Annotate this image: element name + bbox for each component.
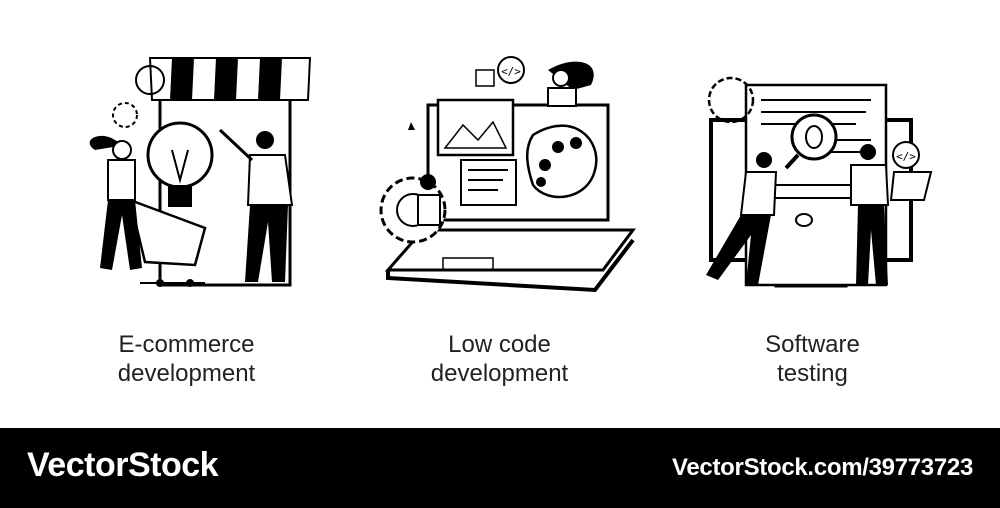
svg-text:</>: </>: [896, 150, 916, 163]
illustration-software-testing: </> Software testing: [646, 0, 979, 428]
ecommerce-illustration: [89, 57, 312, 287]
caption-low-code: Low code development: [333, 330, 666, 388]
caption-ecommerce: E-commerce development: [20, 330, 353, 388]
caption-line-2: development: [117, 360, 256, 387]
software-testing-illustration: </>: [706, 76, 933, 288]
illustration-low-code: </> Low code development: [333, 0, 666, 428]
image-id: VectorStock.com/39773723: [672, 454, 973, 481]
caption-line-2: testing: [777, 360, 848, 387]
caption-software-testing: Software testing: [646, 330, 979, 388]
illustration-ecommerce: E-commerce development: [20, 0, 353, 428]
svg-text:</>: </>: [501, 65, 521, 78]
brand-logo: VectorStock: [27, 446, 219, 484]
caption-line-2: development: [430, 360, 569, 387]
caption-line-1: Low code: [448, 331, 551, 358]
low-code-illustration: </>: [379, 56, 636, 293]
caption-line-1: Software: [765, 331, 860, 358]
watermark-footer: VectorStock VectorStock.com/39773723: [0, 428, 1000, 508]
caption-line-1: E-commerce: [118, 331, 255, 358]
